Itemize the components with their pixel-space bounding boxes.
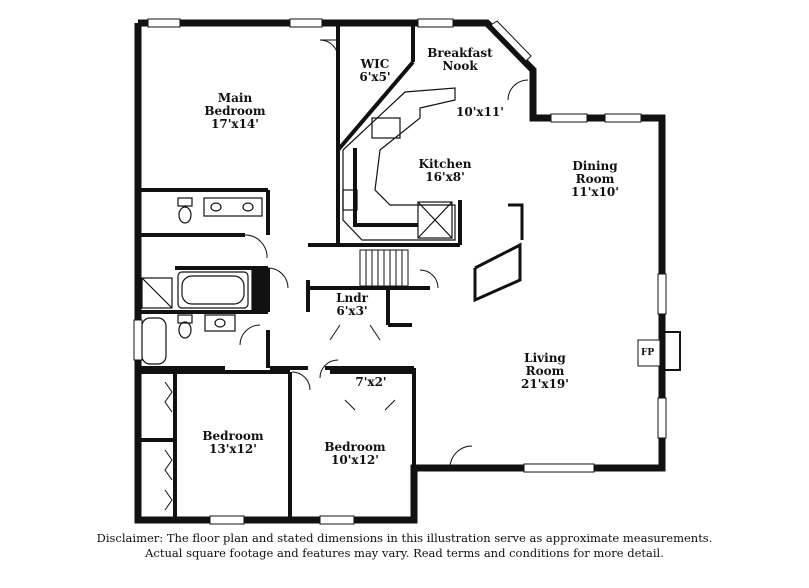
bedroom-right-name: Bedroom [324,440,386,454]
kitchen-dims: 16'x8' [425,170,465,184]
fireplace-label: FP [641,348,655,358]
breakfast-nook-label: Breakfast Nook [420,47,500,73]
dining-room-label: Dining Room 11'x10' [555,160,635,199]
bay-window [490,20,532,62]
windows [133,18,667,525]
stairs [359,249,409,287]
main-bedroom-label: Main Bedroom 17'x14' [190,92,280,131]
bedroom-right-label: Bedroom 10'x12' [310,441,400,467]
kitchen-label: Kitchen 16'x8' [405,158,485,184]
bedroom-left-name: Bedroom [202,429,264,443]
bedroom-left-dims: 13'x12' [209,442,257,456]
bedroom-left-label: Bedroom 13'x12' [188,430,278,456]
wic-name: WIC [360,57,390,71]
living-room-line2: Room [525,364,565,378]
kitchen-name: Kitchen [418,157,472,171]
doors [239,39,529,469]
kitchen-counters [342,87,456,241]
dining-room-dims: 11'x10' [571,185,619,199]
disclaimer: Disclaimer: The floor plan and stated di… [0,531,809,561]
fireplace [637,331,681,371]
living-room-line1: Living [524,351,566,365]
closet-dims: 7'x2' [355,375,387,389]
laundry-dims: 6'x3' [336,304,368,318]
main-bedroom-name-line1: Main [217,91,253,105]
living-room-dims: 21'x19' [521,377,569,391]
breakfast-nook-line1: Breakfast [427,46,493,60]
main-bedroom-name-line2: Bedroom [204,104,266,118]
wic-label: WIC 6'x5' [350,58,400,84]
dining-room-line2: Room [575,172,615,186]
disclaimer-line1: Disclaimer: The floor plan and stated di… [96,531,713,545]
breakfast-nook-line2: Nook [442,59,478,73]
bedroom-right-dims: 10'x12' [331,453,379,467]
living-room-label: Living Room 21'x19' [505,352,585,391]
laundry-name: Lndr [336,291,368,305]
breakfast-nook-dims: 10'x11' [456,105,504,119]
closet-doors [164,381,173,511]
bathroom-fixtures [141,197,267,365]
disclaimer-line2: Actual square footage and features may v… [145,546,664,560]
interior-walls [138,23,462,520]
laundry-label: Lndr 6'x3' [322,292,382,318]
dining-room-line1: Dining [572,159,618,173]
stair-railing [473,203,524,303]
wic-dims: 6'x5' [359,70,391,84]
main-bedroom-dims: 17'x14' [211,117,259,131]
